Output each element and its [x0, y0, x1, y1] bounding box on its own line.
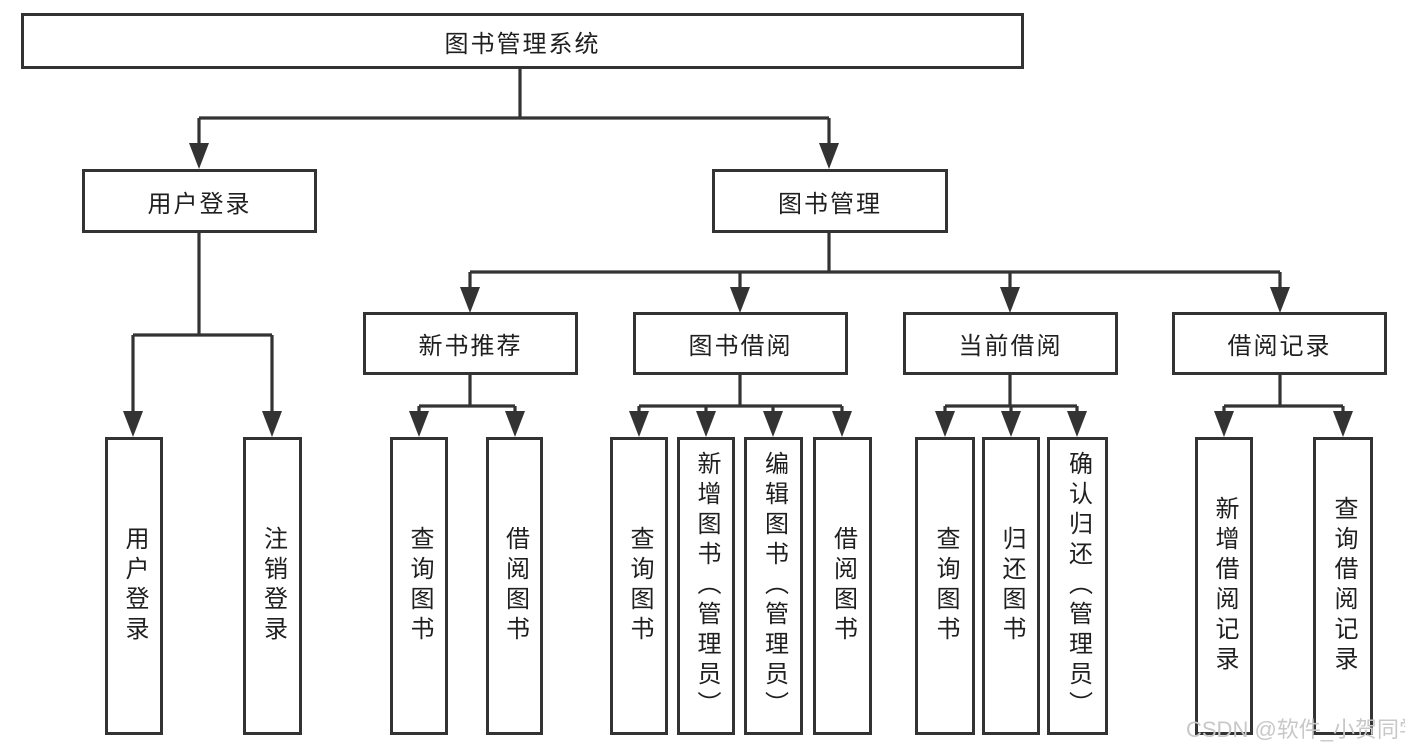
- node-new-book-recommendation: 新书推荐: [363, 312, 578, 375]
- node-leaf-query-books-current: 查询图书: [915, 437, 975, 735]
- node-leaf-return-books: 归还图书: [982, 437, 1040, 735]
- connector-new-book-recommendation-children: [409, 375, 525, 437]
- node-leaf-query-books-recommend: 查询图书: [390, 437, 448, 735]
- node-leaf-add-books-admin: 新增图书（管理员）: [677, 437, 735, 735]
- node-user-login: 用户登录: [82, 169, 317, 233]
- connector-book-borrowing-children: [629, 375, 852, 437]
- node-current-borrowing: 当前借阅: [903, 312, 1118, 375]
- node-library-management-system: 图书管理系统: [21, 13, 1024, 69]
- node-borrowing-records: 借阅记录: [1172, 312, 1387, 375]
- node-leaf-query-borrow-record: 查询借阅记录: [1313, 437, 1373, 735]
- node-leaf-query-books-borrowing: 查询图书: [610, 437, 668, 735]
- node-book-borrowing: 图书借阅: [633, 312, 848, 375]
- node-leaf-edit-books-admin: 编辑图书（管理员）: [744, 437, 803, 735]
- connector-current-borrowing-children: [935, 375, 1087, 437]
- node-leaf-user-login: 用户登录: [105, 437, 163, 735]
- node-leaf-borrow-books-borrowing: 借阅图书: [813, 437, 872, 735]
- node-leaf-borrow-books-recommend: 借阅图书: [486, 437, 543, 735]
- csdn-watermark: CSDN @软件_小贺同学: [1186, 717, 1405, 742]
- node-book-management: 图书管理: [712, 169, 948, 233]
- node-leaf-confirm-return-admin: 确认归还（管理员）: [1047, 437, 1108, 735]
- node-leaf-logout: 注销登录: [243, 437, 302, 735]
- connector-borrowing-records-children: [1214, 375, 1353, 437]
- connector-book-management-children: [460, 233, 1290, 313]
- node-leaf-add-borrow-record: 新增借阅记录: [1195, 437, 1253, 735]
- connector-root-to-level2: [189, 69, 839, 169]
- connector-user-login-children: [123, 233, 282, 437]
